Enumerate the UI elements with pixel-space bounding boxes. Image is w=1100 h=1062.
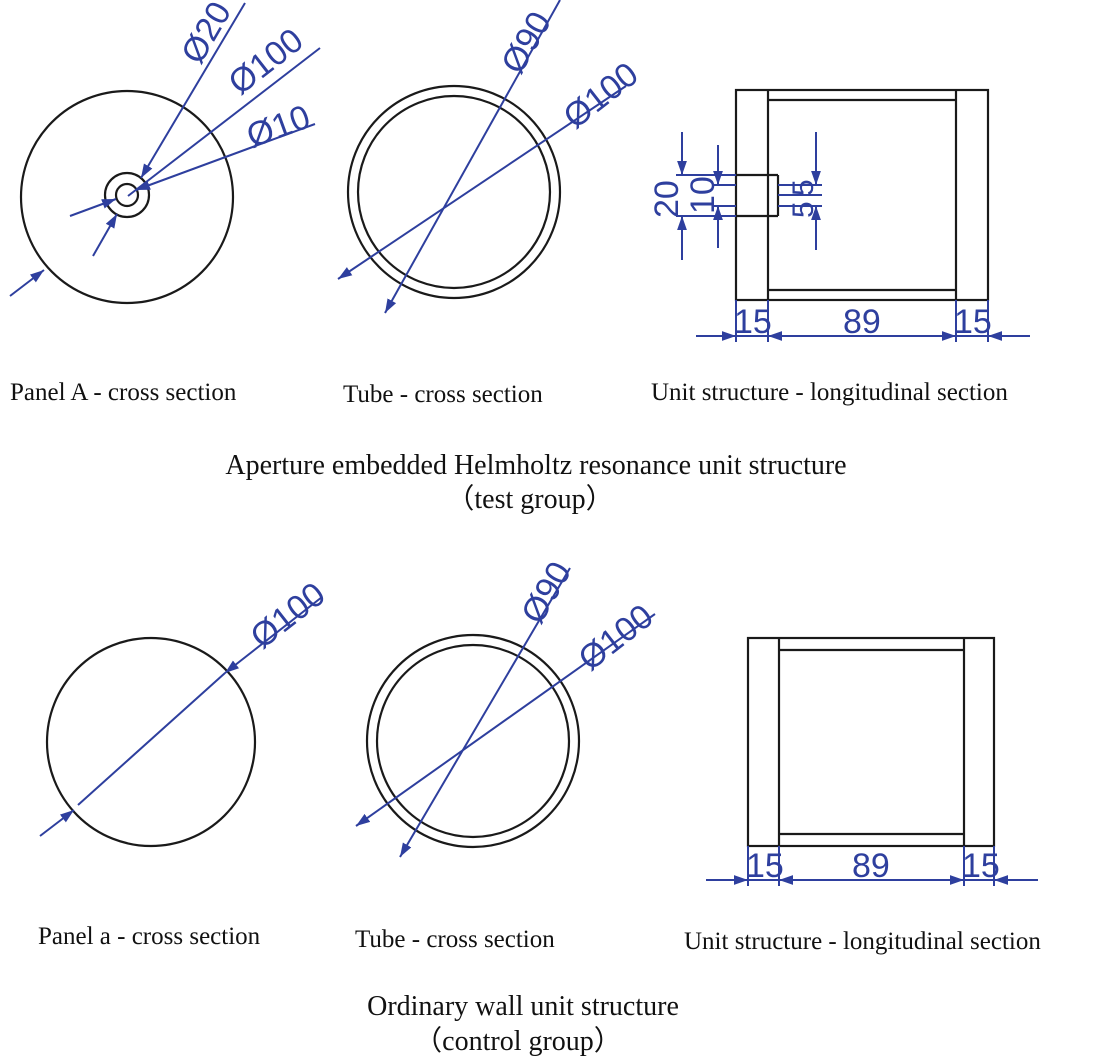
dim-label-5a: 5 (787, 179, 820, 196)
dim-leader-d20 (140, 2, 246, 179)
dim-label-15-right-c: 15 (962, 847, 1000, 885)
dim-leader-d100-arrow (9, 269, 45, 297)
dim-label-d90-c: Ø90 (514, 555, 579, 630)
dim-leader-d100-tube (337, 85, 627, 280)
control-group: Ø100 Ø90 Ø100 15 8 (38, 555, 1041, 1057)
panel-a-drawing: Ø20 Ø100 Ø10 (9, 0, 321, 305)
dim-leader-d10 (135, 123, 316, 191)
dim-label-d90: Ø90 (494, 5, 559, 80)
dim-label-89-c: 89 (852, 847, 890, 885)
dim-label-10: 10 (684, 176, 722, 214)
unit-drawing-control: 15 89 15 (706, 636, 1038, 886)
dim-leader-d100-panel-c (224, 596, 323, 674)
panel-a-ring-circle (103, 171, 151, 219)
dim-label-20: 20 (648, 180, 686, 218)
caption-tube-test: Tube - cross section (343, 381, 543, 408)
dim-leader-d20-tail (92, 213, 118, 257)
dim-leader-d100 (127, 47, 321, 197)
dim-label-89: 89 (843, 303, 881, 341)
group-title-test: Aperture embedded Helmholtz resonance un… (225, 450, 846, 481)
dim-label-5b: 5 (787, 201, 820, 218)
dim-label-15-left: 15 (734, 303, 772, 341)
dim-label-d100-tube-c: Ø100 (572, 597, 661, 678)
panel-a-small-drawing: Ø100 (39, 575, 333, 848)
caption-unit-test: Unit structure - longitudinal section (651, 379, 1008, 406)
dim-label-15-left-c: 15 (746, 847, 784, 885)
group-subtitle-control: （control group） (414, 1025, 622, 1057)
test-group: Ø20 Ø100 Ø10 Ø90 Ø100 (9, 0, 1030, 515)
dim-leader-d90 (384, 0, 561, 314)
unit-outer-rect-c (746, 636, 996, 848)
dim-leader-d10-tail (69, 198, 117, 217)
tube-inner-circle-c (375, 643, 571, 839)
panel-a-small-circle (45, 636, 257, 848)
dim-label-d10: Ø10 (242, 98, 315, 156)
tube-outer-circle-c (365, 633, 581, 849)
caption-tube-control: Tube - cross section (355, 926, 555, 953)
group-subtitle-test: （test group） (446, 483, 613, 515)
dim-label-d20: Ø20 (174, 0, 239, 70)
caption-panel-a: Panel A - cross section (10, 379, 237, 406)
unit-drawing-test: 20 10 5 5 15 89 15 (648, 88, 1030, 342)
caption-panel-a-small: Panel a - cross section (38, 923, 261, 950)
panel-a-outer-circle (19, 89, 235, 305)
tube-drawing-control: Ø90 Ø100 (355, 555, 661, 858)
tube-outer-circle (346, 84, 562, 300)
dim-label-d100-tube: Ø100 (557, 55, 646, 136)
dim-label-d100-panel-c: Ø100 (244, 575, 333, 656)
caption-unit-control: Unit structure - longitudinal section (684, 928, 1041, 955)
dim-label-15-right: 15 (954, 303, 992, 341)
tube-inner-circle (356, 94, 552, 290)
tube-drawing-test: Ø90 Ø100 (337, 0, 646, 314)
dim-leader-d100-tube-c (355, 613, 656, 827)
dim-leader-d90-c (399, 567, 571, 858)
group-title-control: Ordinary wall unit structure (367, 991, 679, 1022)
unit-outer-rect (734, 88, 990, 302)
panel-a-hole-circle (114, 182, 140, 208)
